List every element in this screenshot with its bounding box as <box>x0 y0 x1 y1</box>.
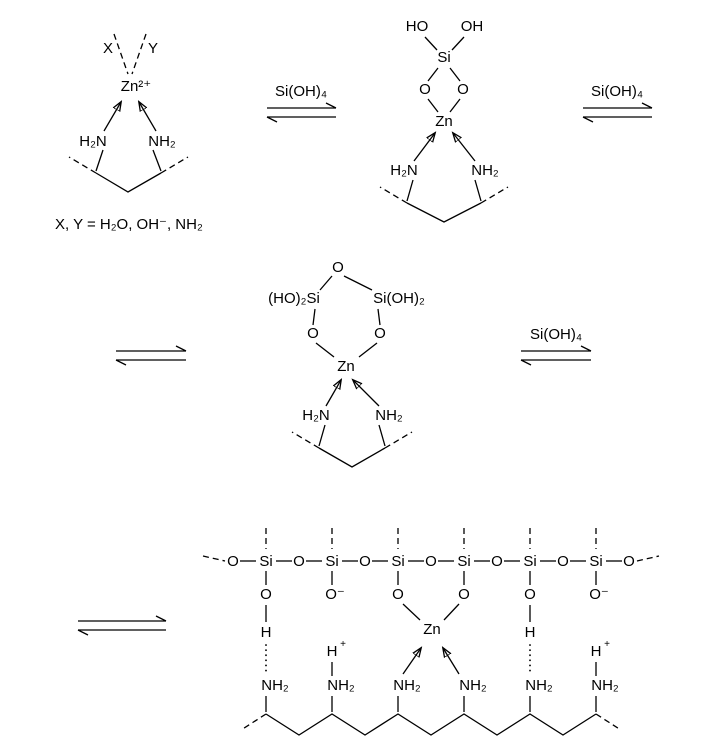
s4-chain-atom: Si <box>325 553 338 570</box>
s2-hydroxyl-right-label: OH <box>461 18 484 35</box>
s3-amine-right-label: NH₂ <box>375 407 403 424</box>
reagent-label-1: Si(OH)₄ <box>275 83 327 100</box>
s4-amine-label: NH₂ <box>459 677 487 694</box>
structure-1-zn-xy-amine-complex: X Y Zn²⁺ H₂N NH₂ X, Y = H₂O, OH⁻, NH₂ <box>55 33 203 233</box>
structure-3-bonds <box>291 275 413 468</box>
s1-ligand-y-label: Y <box>148 40 158 57</box>
s3-bridging-oxygen-label: O <box>332 259 344 276</box>
s2-amine-right-label: NH₂ <box>471 162 499 179</box>
s2-hydroxyl-left-label: HO <box>406 18 429 35</box>
dative-arrow <box>353 380 380 407</box>
s4-amine-label: NH₂ <box>525 677 553 694</box>
s1-amine-left-label: H₂N <box>79 133 107 150</box>
s4-chain-atom: O <box>623 553 635 570</box>
s4-amine-label: NH₂ <box>327 677 355 694</box>
s4-ammonium-h-label: H <box>591 643 602 660</box>
s3-silicate-right-label: Si(OH)₂ <box>373 290 425 307</box>
s4-chain-atom: O <box>557 553 569 570</box>
s2-amine-left-label: H₂N <box>390 162 418 179</box>
structure-4-backbone <box>240 696 622 736</box>
equilibrium-arrow-4: Si(OH)₄ <box>520 326 592 366</box>
s3-silicate-left-label: (HO)₂Si <box>268 290 320 307</box>
s4-chain-atom: O <box>293 553 305 570</box>
s4-silanol-h-label: H <box>525 624 536 641</box>
reagent-label-2: Si(OH)₄ <box>591 83 643 100</box>
s4-chain-atom: Si <box>391 553 404 570</box>
s4-chain-atom: Si <box>589 553 602 570</box>
s2-silicon-label: Si <box>437 49 450 66</box>
s4-pendant-oxygen: O <box>392 586 404 603</box>
s3-metal-label: Zn <box>337 358 355 375</box>
s4-chain-atom: O <box>491 553 503 570</box>
s3-oxygen-left-label: O <box>307 325 319 342</box>
reagent-label-3: Si(OH)₄ <box>530 326 582 343</box>
s4-ammonium-h-label: H <box>327 643 338 660</box>
s1-ligand-x-label: X <box>103 40 113 57</box>
equilibrium-arrow-2: Si(OH)₄ <box>582 83 653 123</box>
s4-amine-label: NH₂ <box>591 677 619 694</box>
dative-arrow <box>139 102 157 132</box>
s1-amine-right-label: NH₂ <box>148 133 176 150</box>
s2-oxygen-right-label: O <box>457 81 469 98</box>
s4-amine-label: NH₂ <box>261 677 289 694</box>
dative-arrow <box>325 380 341 407</box>
dative-arrow <box>453 133 476 162</box>
structure-4-zn-chelate-bonds <box>402 603 460 675</box>
equilibrium-arrow-1: Si(OH)₄ <box>266 83 337 123</box>
s2-metal-label: Zn <box>435 113 453 130</box>
equilibrium-arrow-5 <box>77 615 167 636</box>
dative-arrow <box>413 133 435 162</box>
structure-1-bonds <box>68 33 189 193</box>
s4-chain-atom: Si <box>523 553 536 570</box>
s4-chain-atom: O <box>425 553 437 570</box>
s4-pendant-oxygen: O⁻ <box>325 586 345 603</box>
structure-2-monosilicate-complex: HO OH Si O O Zn H₂N NH₂ <box>379 18 509 223</box>
s4-chain-atom: O <box>227 553 239 570</box>
ligand-legend: X, Y = H₂O, OH⁻, NH₂ <box>55 216 203 233</box>
s4-amine-label: NH₂ <box>393 677 421 694</box>
s4-pendant-oxygen: O <box>260 586 272 603</box>
structure-4-silica-polyamine-network: O Si O Si O Si O Si O Si O Si O O O⁻ O O… <box>202 528 660 736</box>
s2-oxygen-left-label: O <box>419 81 431 98</box>
s4-chain-atom: Si <box>457 553 470 570</box>
s3-oxygen-right-label: O <box>374 325 386 342</box>
structure-3-disilicate-complex: O (HO)₂Si Si(OH)₂ O O Zn H₂N NH₂ <box>268 259 425 468</box>
s3-amine-left-label: H₂N <box>302 407 330 424</box>
s1-metal-label: Zn²⁺ <box>121 78 151 95</box>
dative-arrow <box>402 648 421 675</box>
s4-pendant-oxygen: O⁻ <box>589 586 609 603</box>
s4-chain-atom: O <box>359 553 371 570</box>
s4-pendant-oxygen: O <box>524 586 536 603</box>
structure-2-bonds <box>379 36 509 223</box>
s4-metal-label: Zn <box>423 621 441 638</box>
s4-plus-charge: + <box>604 639 610 650</box>
structure-4-siloxane-chain-bonds <box>202 528 660 585</box>
s4-pendant-oxygen: O <box>458 586 470 603</box>
s4-chain-atom: Si <box>259 553 272 570</box>
s4-plus-charge: + <box>340 639 346 650</box>
s4-silanol-h-label: H <box>261 624 272 641</box>
dative-arrow <box>103 102 121 132</box>
equilibrium-arrow-3 <box>115 345 187 366</box>
dative-arrow <box>443 648 460 675</box>
